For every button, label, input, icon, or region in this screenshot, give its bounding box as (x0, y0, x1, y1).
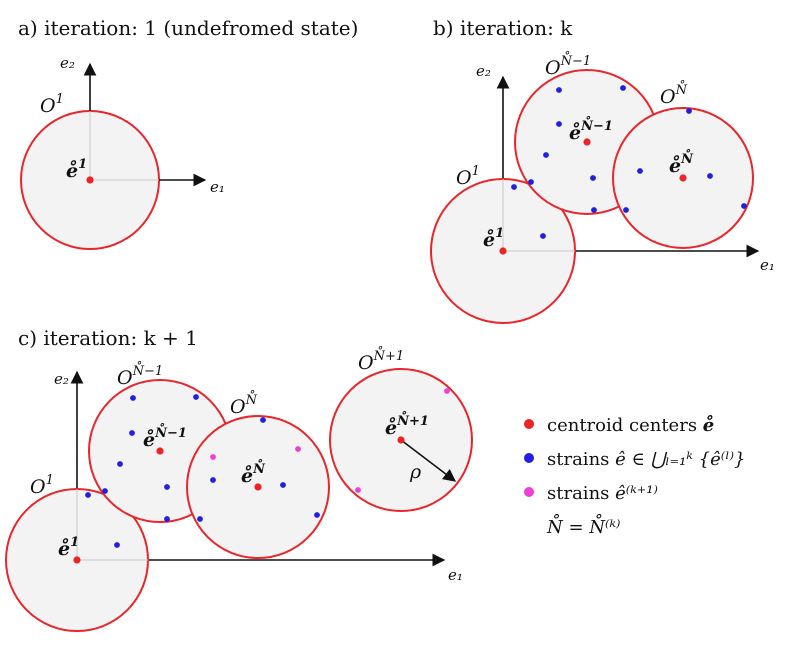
legend-item-strains: strains ê ∈ ⋃ₗ₌₁ᵏ {ê⁽ˡ⁾} (547, 449, 745, 470)
strain-dot (129, 430, 135, 436)
panel-c: c) iteration: k + 1 e₂ e₁ O1 ON̊−1 ON̊ O… (5, 326, 473, 632)
new-strain-dot (295, 446, 301, 452)
new-strain-dot (210, 454, 216, 460)
legend-note: N̊ = N̊⁽ᵏ⁾ (546, 513, 620, 538)
label-e1-b: e̊1 (483, 226, 504, 251)
legend-marker-strains (524, 453, 534, 463)
label-eNm1-c: e̊N̊−1 (143, 423, 187, 451)
legend: centroid centers e̊ strains ê ∈ ⋃ₗ₌₁ᵏ {ê… (524, 413, 745, 538)
strain-dot (741, 203, 747, 209)
strain-dot (114, 542, 120, 548)
label-eNm1-b: e̊N̊−1 (569, 116, 613, 144)
strains-c (85, 388, 450, 548)
strain-dot (210, 477, 216, 483)
centroid-dot (679, 174, 687, 182)
label-eNp1-c: e̊N̊+1 (385, 411, 429, 439)
centroid-dot (397, 436, 405, 444)
centroid-dot (73, 556, 81, 564)
strain-dot (511, 184, 517, 190)
label-oNm1-c: ON̊−1 (117, 361, 163, 389)
axis-e1-label-a: e₁ (210, 178, 225, 196)
strain-dot (164, 484, 170, 490)
panel-a-title: a) iteration: 1 (undefromed state) (18, 16, 358, 40)
axis-e1-label-c: e₁ (448, 566, 463, 584)
strain-dot (260, 417, 266, 423)
axis-e1-label-b: e₁ (760, 256, 775, 274)
label-oN-c: ON̊ (230, 390, 258, 418)
strain-dot (314, 512, 320, 518)
legend-item-centroid: centroid centers e̊ (547, 413, 714, 436)
label-eN-c: e̊N̊ (241, 459, 266, 487)
label-e1-c: e̊1 (58, 535, 79, 560)
strain-dot (117, 461, 123, 467)
label-e1-a: e̊1 (66, 157, 87, 182)
panel-a: a) iteration: 1 (undefromed state) e₂ e₁… (18, 16, 358, 250)
centroid-dot (86, 176, 94, 184)
strain-dot (102, 488, 108, 494)
strain-dot (280, 482, 286, 488)
strain-dot (164, 516, 170, 522)
strain-dot (528, 179, 534, 185)
new-strain-dot (355, 487, 361, 493)
label-o1-a: O1 (40, 92, 64, 117)
axis-e2-label-c: e₂ (54, 370, 69, 388)
strain-dot (85, 492, 91, 498)
radius-arrow (400, 439, 457, 482)
strain-dot (623, 207, 629, 213)
strain-dot (193, 394, 199, 400)
label-o1-b: O1 (456, 164, 480, 189)
panel-c-title: c) iteration: k + 1 (18, 326, 198, 350)
strain-dot (637, 168, 643, 174)
strain-dot (686, 108, 692, 114)
new-strain-dot (444, 388, 450, 394)
strain-dot (540, 233, 546, 239)
label-eN-b: e̊N̊ (669, 149, 694, 177)
panel-b: b) iteration: k e₂ e₁ O1 ON̊−1 ON̊ e̊1 e… (430, 16, 775, 324)
legend-item-new-strains: strains ê⁽ᵏ⁺¹⁾ (547, 483, 658, 504)
strain-dot (130, 395, 136, 401)
strain-dot (556, 87, 562, 93)
strain-dot (591, 207, 597, 213)
legend-marker-centroid (524, 419, 534, 429)
centroid-dot (254, 483, 262, 491)
strain-dot (590, 175, 596, 181)
panel-b-title: b) iteration: k (433, 16, 573, 40)
strain-dot (707, 173, 713, 179)
label-oNp1-c: ON̊+1 (358, 346, 404, 374)
strains-b (511, 85, 747, 239)
strain-dot (620, 85, 626, 91)
label-oNm1-b: ON̊−1 (545, 51, 591, 79)
axis-e2-label-b: e₂ (476, 62, 491, 80)
centroid-dot (156, 447, 164, 455)
label-oN-b: ON̊ (660, 80, 688, 108)
legend-marker-new-strains (524, 487, 534, 497)
label-o1-c: O1 (30, 473, 54, 498)
strain-dot (197, 516, 203, 522)
strain-dot (543, 152, 549, 158)
radius-label: ρ (409, 461, 422, 483)
axis-e2-label-a: e₂ (60, 54, 75, 72)
strain-dot (556, 121, 562, 127)
centroid-dot (499, 247, 507, 255)
centroid-dot (583, 138, 591, 146)
